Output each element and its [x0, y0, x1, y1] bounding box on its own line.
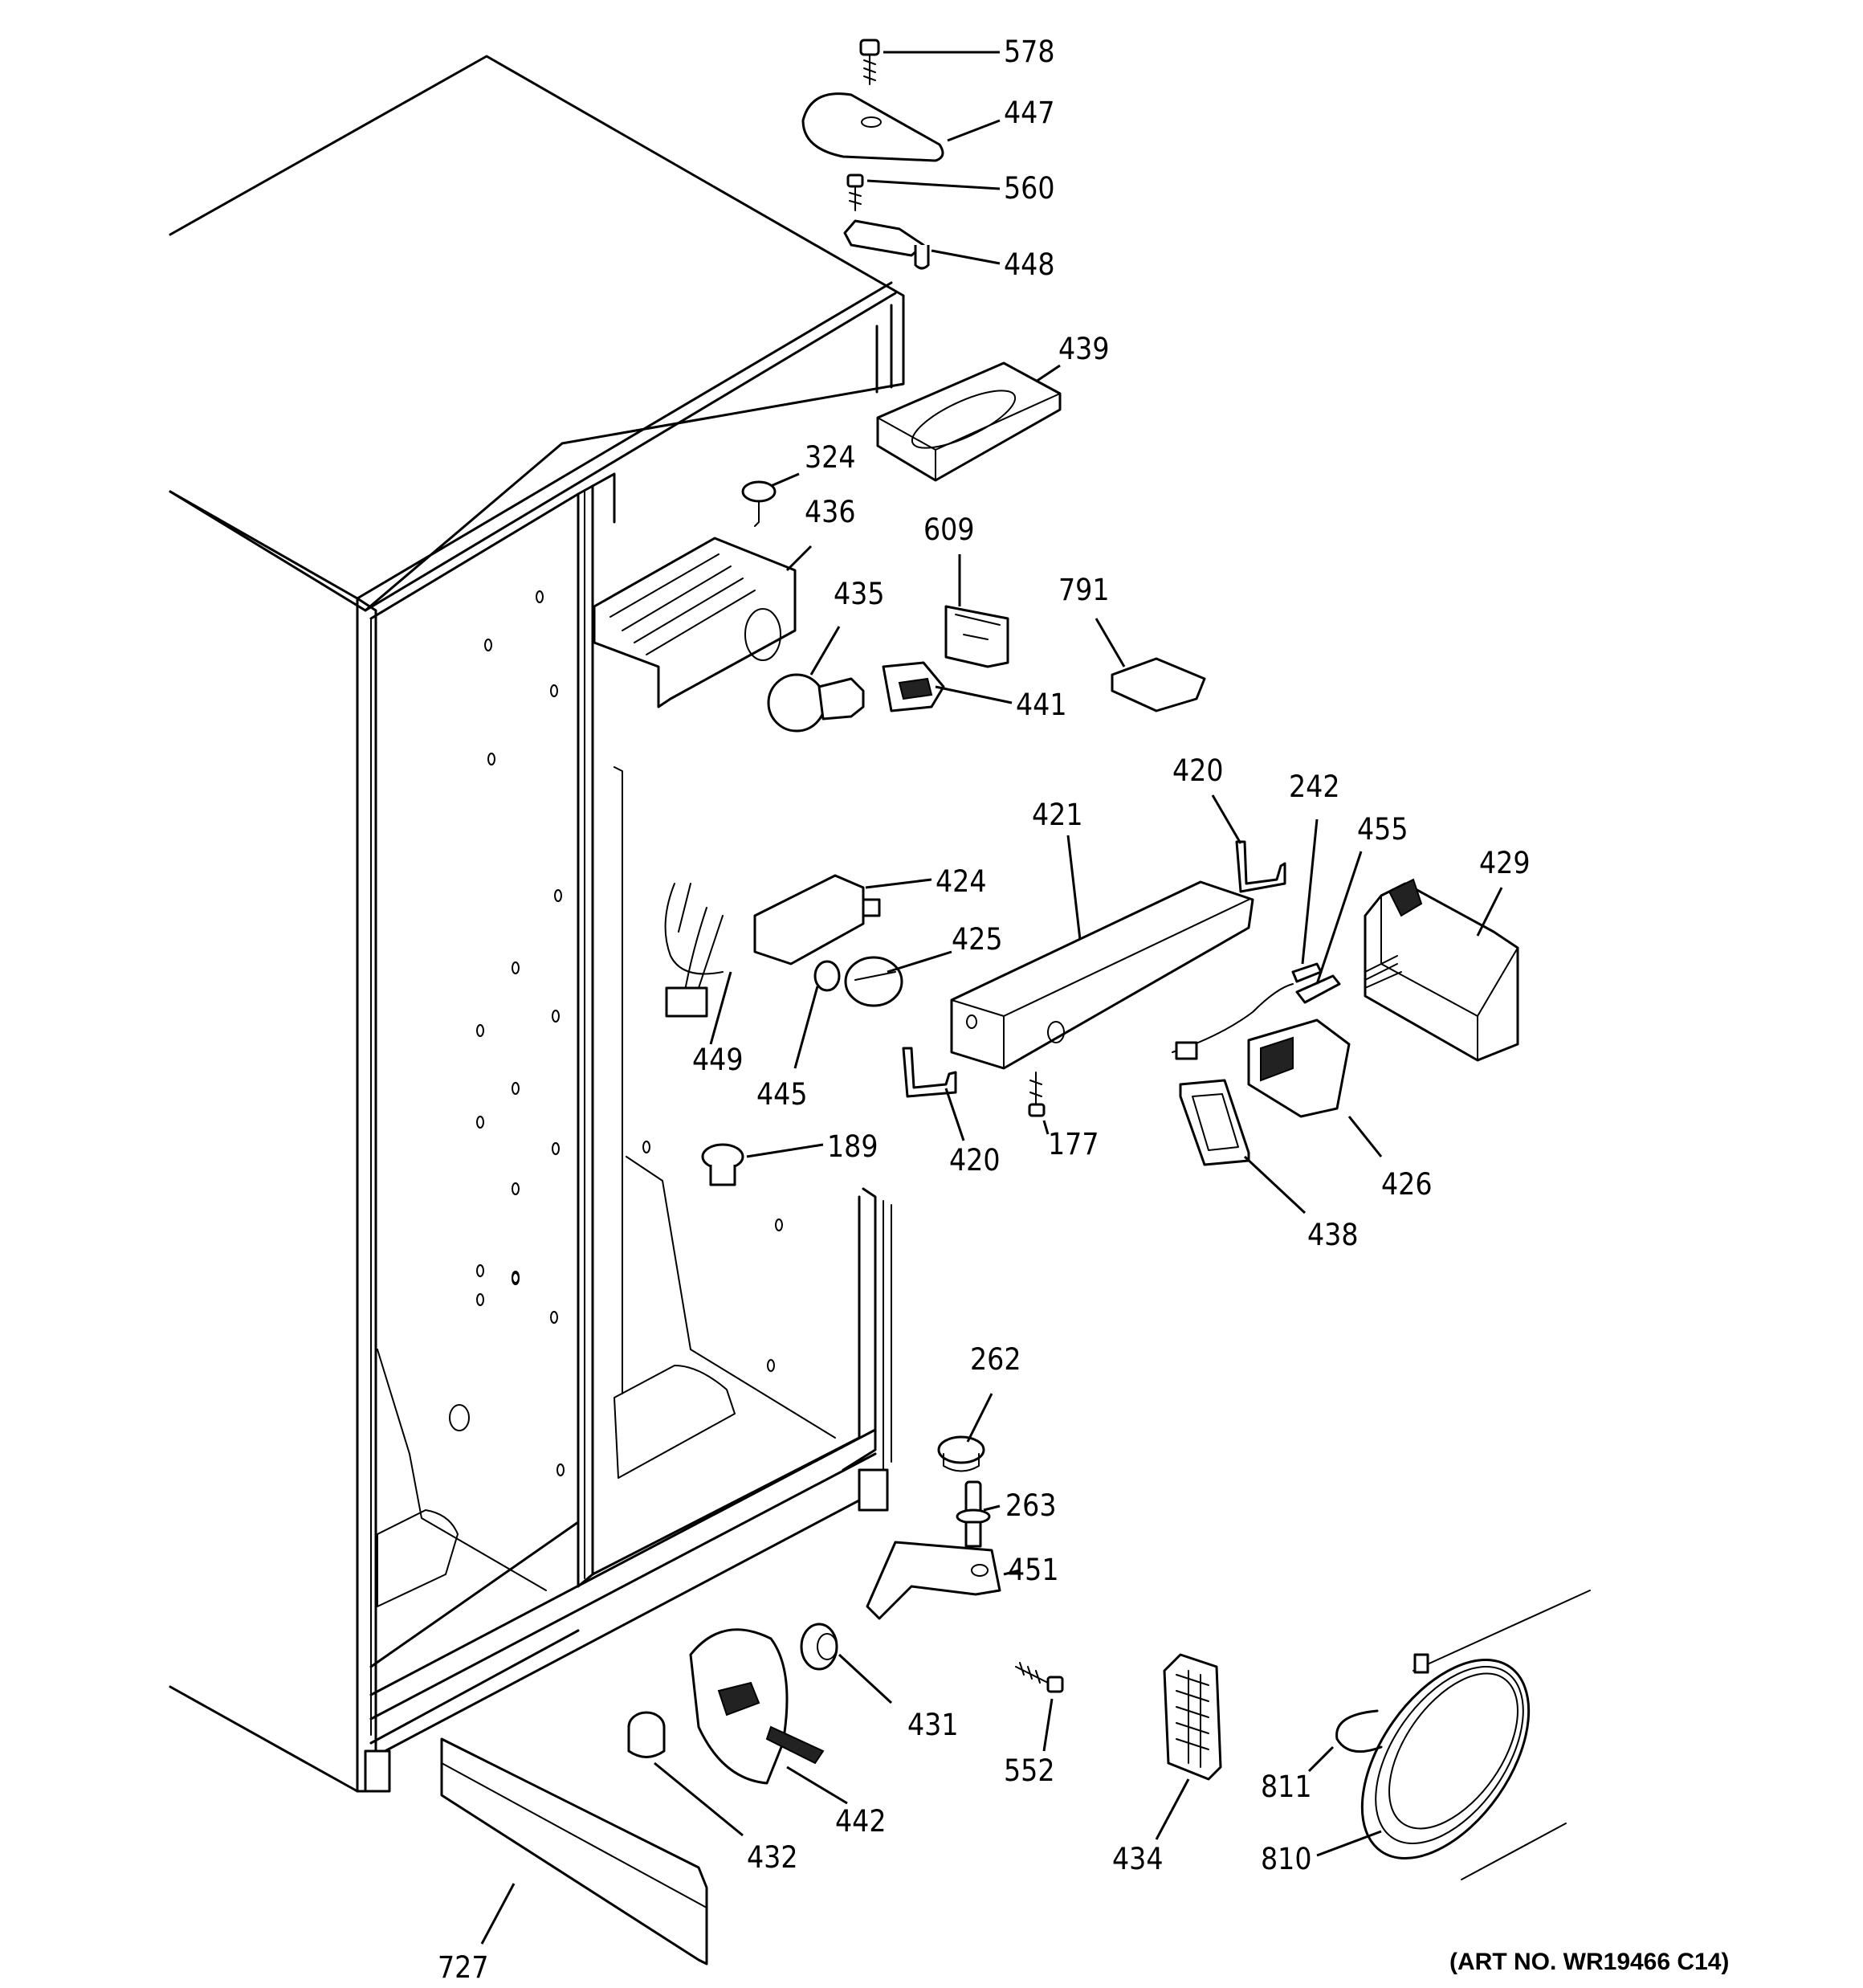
callout-447: 447: [1004, 96, 1055, 130]
callout-560: 560: [1004, 171, 1055, 206]
part-324-push-pin: [741, 480, 777, 527]
callout-189: 189: [827, 1129, 879, 1164]
part-432-bushing: [627, 1711, 666, 1758]
callout-421: 421: [1032, 798, 1083, 832]
callout-263: 263: [1005, 1488, 1057, 1523]
callout-439: 439: [1058, 332, 1110, 366]
callout-424: 424: [936, 864, 987, 899]
part-552-screw: [1015, 1662, 1064, 1693]
callout-578: 578: [1004, 35, 1055, 69]
part-810-water-line-coil: [1360, 1590, 1591, 1880]
callout-435: 435: [834, 577, 885, 611]
part-439-light-shield-tray: [876, 361, 1062, 482]
callout-455: 455: [1357, 812, 1408, 847]
callout-442: 442: [835, 1804, 887, 1839]
part-434-grille: [1163, 1653, 1222, 1781]
part-420-bracket-bottom: [902, 1047, 957, 1098]
callout-420-top: 420: [1172, 753, 1224, 788]
part-429-control-box: [1364, 878, 1519, 1062]
part-727-kickplate: [440, 1737, 708, 1966]
part-451-bottom-hinge: [866, 1541, 1001, 1620]
part-189-plug: [701, 1143, 744, 1186]
part-449-wire-harness: [664, 883, 724, 975]
callout-242: 242: [1289, 769, 1340, 804]
part-441-light-socket: [882, 661, 945, 712]
callout-324: 324: [805, 440, 856, 475]
callout-609: 609: [923, 512, 975, 547]
callout-438: 438: [1307, 1218, 1359, 1252]
callout-420-bottom: 420: [949, 1143, 1001, 1178]
part-262-cam: [937, 1435, 985, 1472]
callout-552: 552: [1004, 1753, 1055, 1788]
part-420-bracket-top: [1235, 840, 1286, 893]
callout-425: 425: [952, 922, 1003, 957]
part-242-connector: [1291, 962, 1323, 983]
part-445-bushing: [813, 960, 841, 992]
callout-429: 429: [1479, 846, 1531, 880]
callout-448: 448: [1004, 247, 1055, 282]
part-177-screw: [1028, 1072, 1046, 1117]
callout-262: 262: [970, 1342, 1021, 1377]
part-447-hinge-cover: [801, 92, 944, 162]
part-426-display-housing: [1172, 983, 1351, 1118]
callout-810: 810: [1261, 1842, 1312, 1876]
part-442-fan-motor: [689, 1628, 825, 1785]
callout-791: 791: [1058, 573, 1110, 607]
part-578-screw: [859, 39, 880, 85]
callout-451: 451: [1008, 1553, 1059, 1587]
callout-434: 434: [1112, 1842, 1164, 1876]
part-435-light-bulb: [767, 673, 865, 733]
part-421-control-housing: [950, 880, 1254, 1070]
part-424-thermostat-assembly: [665, 874, 881, 1018]
callout-811: 811: [1261, 1770, 1312, 1804]
callout-177: 177: [1048, 1127, 1099, 1161]
art-number-label: (ART NO. WR19466 C14): [1449, 1949, 1729, 1975]
part-263-hinge-pin: [956, 1480, 991, 1548]
leader-lines: [480, 51, 1503, 1945]
callout-436: 436: [805, 495, 856, 529]
part-431-grommet: [800, 1623, 838, 1671]
part-425-control-knob: [844, 956, 903, 1007]
part-609-switch: [944, 605, 1009, 668]
callout-445: 445: [756, 1077, 808, 1112]
callout-431: 431: [907, 1708, 959, 1742]
part-438-lens-frame: [1179, 1079, 1250, 1166]
part-448-top-hinge: [843, 219, 930, 270]
callout-727: 727: [438, 1950, 489, 1985]
refrigerator-cabinet: [169, 55, 905, 1793]
part-811-clip: [1335, 1709, 1383, 1753]
part-791-cap: [1111, 657, 1206, 712]
callout-441: 441: [1016, 688, 1067, 722]
part-455-module: [1295, 974, 1341, 1004]
callout-432: 432: [747, 1840, 798, 1875]
part-436-light-housing: [593, 537, 797, 708]
callout-426: 426: [1381, 1167, 1433, 1202]
callout-449: 449: [692, 1043, 744, 1077]
part-560-screw: [846, 173, 864, 211]
